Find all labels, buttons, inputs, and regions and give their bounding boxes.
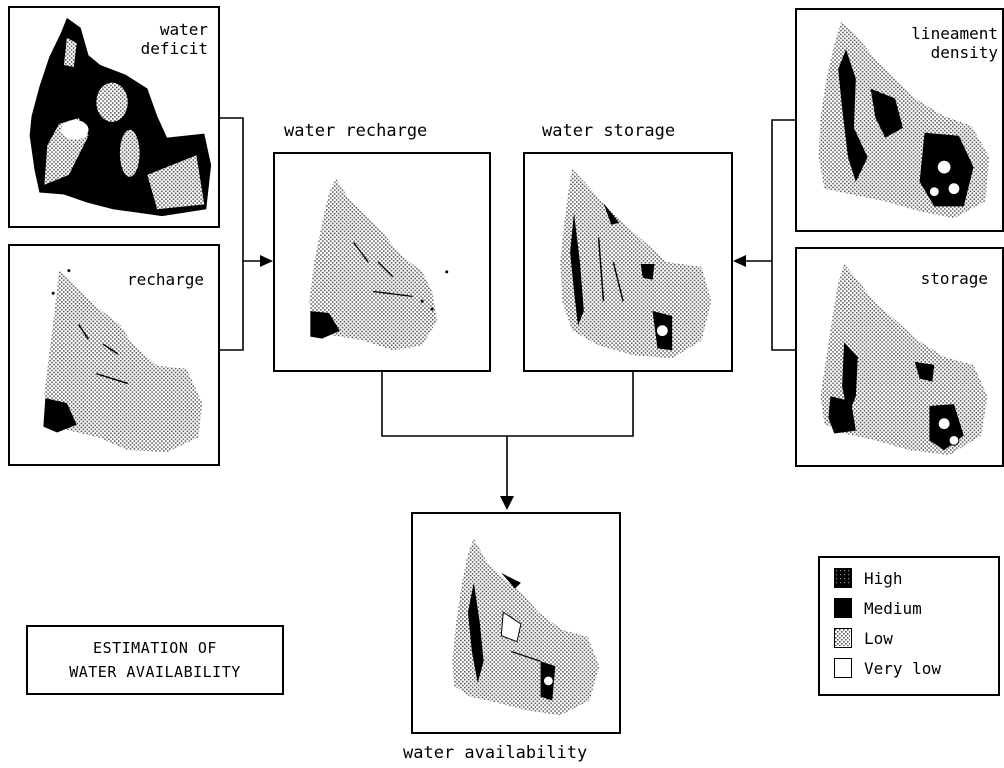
recharge-label: recharge xyxy=(126,270,204,289)
water-deficit-label: water deficit xyxy=(140,20,208,58)
water-recharge-map xyxy=(309,178,449,351)
legend-label-medium: Medium xyxy=(864,598,922,618)
arrow-into-water-availability xyxy=(500,496,514,510)
water-availability-map xyxy=(452,538,600,716)
legend-label-very-low: Very low xyxy=(864,658,942,678)
lineament-density-label: lineament density xyxy=(911,24,998,62)
lineament-density-map-panel: lineament density xyxy=(795,8,1004,232)
recharge-map-panel: recharge xyxy=(8,244,220,466)
legend-item-high: High xyxy=(834,566,903,590)
title-line-2: WATER AVAILABILITY xyxy=(69,663,241,681)
legend-swatch-medium xyxy=(834,598,852,618)
legend-item-medium: Medium xyxy=(834,596,922,620)
legend-swatch-very-low xyxy=(834,658,852,678)
legend-item-low: Low xyxy=(834,626,893,650)
arrow-into-water-storage xyxy=(733,255,746,267)
water-recharge-map-panel xyxy=(273,152,491,372)
water-storage-title: water storage xyxy=(542,121,676,141)
diagram-title-box: ESTIMATION OF WATER AVAILABILITY xyxy=(26,625,284,695)
water-storage-map xyxy=(560,168,712,359)
legend: High Medium Low Very low xyxy=(818,556,1000,696)
storage-map xyxy=(820,263,988,456)
recharge-map xyxy=(43,269,203,453)
legend-swatch-high xyxy=(834,568,852,588)
lineament-density-map xyxy=(818,21,990,219)
legend-label-high: High xyxy=(864,568,903,588)
water-deficit-map-panel: water deficit xyxy=(8,6,220,228)
water-availability-title: water availability xyxy=(403,743,588,763)
water-deficit-map xyxy=(29,17,212,217)
legend-label-low: Low xyxy=(864,628,893,648)
water-recharge-title: water recharge xyxy=(284,121,428,141)
water-availability-map-panel xyxy=(411,512,621,734)
arrow-into-water-recharge xyxy=(260,255,273,267)
water-storage-map-panel xyxy=(523,152,733,372)
title-line-1: ESTIMATION OF xyxy=(93,639,217,657)
storage-label: storage xyxy=(920,269,988,288)
legend-swatch-low xyxy=(834,628,852,648)
storage-map-panel: storage xyxy=(795,247,1004,467)
legend-item-very-low: Very low xyxy=(834,656,941,680)
